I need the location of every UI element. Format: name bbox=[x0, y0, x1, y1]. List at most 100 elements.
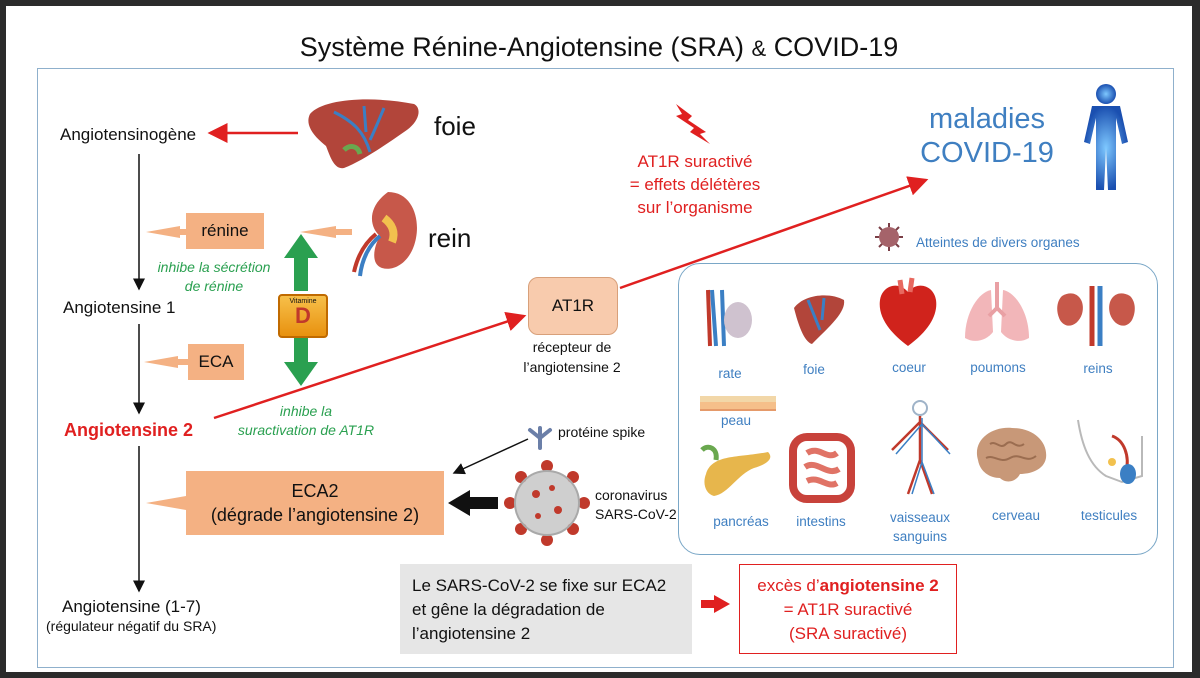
excess-box: excès d’angiotensine 2 = AT1R suractivé … bbox=[739, 564, 957, 654]
overactive-effects: AT1R suractivé = effets délétères sur l’… bbox=[610, 150, 780, 219]
brain-icon bbox=[976, 427, 1047, 482]
eca2-line1: ECA2 bbox=[291, 481, 339, 501]
vessels-l1: vaisseaux bbox=[889, 510, 951, 525]
pancreas-icon bbox=[700, 444, 771, 496]
skin-icon bbox=[700, 396, 776, 411]
red-l1: excès d’angiotensine 2 bbox=[740, 574, 956, 598]
angiotensin2-label: Angiotensine 2 bbox=[64, 420, 194, 440]
human-body-icon bbox=[1084, 84, 1128, 190]
grey-l2: et gêne la dégradation de bbox=[412, 600, 605, 619]
slide: Système Rénine-Angiotensine (SRA) & COVI… bbox=[6, 6, 1192, 672]
kidney-label: rein bbox=[428, 223, 472, 253]
kidneys-icon bbox=[1057, 286, 1135, 346]
liver-icon bbox=[308, 99, 419, 169]
diseases-l2: COVID-19 bbox=[920, 137, 1054, 169]
eca-arrow-stem bbox=[178, 359, 188, 365]
coronavirus-icon bbox=[504, 460, 590, 546]
overactive-l1: AT1R suractivé bbox=[637, 152, 753, 171]
at1r-inhibit-note: inhibe la suractivation de AT1R bbox=[226, 402, 386, 440]
angiotensin17-label: Angiotensine (1-7) bbox=[62, 597, 201, 616]
green-up-arrow bbox=[284, 234, 318, 291]
vitamin-label: Vitamine bbox=[289, 298, 317, 305]
lightning-icon bbox=[676, 104, 710, 144]
red-l1-pre: excès d’ bbox=[757, 576, 820, 595]
testicles-icon bbox=[1077, 419, 1143, 484]
intestines-icon bbox=[789, 433, 855, 503]
liver-small-label: foie bbox=[803, 362, 825, 377]
grey-l1: Le SARS-CoV-2 se fixe sur ECA2 bbox=[412, 576, 667, 595]
grey-l3: l’angiotensine 2 bbox=[412, 624, 531, 643]
kidney-icon bbox=[352, 192, 417, 277]
at1r-desc-l1: récepteur de bbox=[532, 339, 612, 355]
renin-box: rénine bbox=[186, 213, 264, 249]
covid-diseases-title: maladies COVID-19 bbox=[912, 102, 1062, 170]
sars-binding-box: Le SARS-CoV-2 se fixe sur ECA2 et gêne l… bbox=[400, 564, 692, 654]
slide-title: Système Rénine-Angiotensine (SRA) & COVI… bbox=[6, 32, 1192, 63]
title-covid: COVID-19 bbox=[773, 32, 899, 62]
spleen-label: rate bbox=[718, 366, 742, 381]
title-main: Système Rénine-Angiotensine (SRA) bbox=[299, 32, 744, 62]
virus-name-l2: SARS-CoV-2 bbox=[595, 506, 677, 522]
liver-label: foie bbox=[434, 111, 476, 141]
organs-header: Atteintes de divers organes bbox=[916, 235, 1080, 250]
brain-label: cerveau bbox=[991, 508, 1041, 523]
pancreas-label: pancréas bbox=[713, 514, 769, 529]
at1r-note-l2: suractivation de AT1R bbox=[237, 422, 375, 438]
spike-protein-icon bbox=[528, 426, 552, 450]
virus-name-l1: coronavirus bbox=[595, 487, 668, 503]
red-l2: = AT1R suractivé bbox=[783, 600, 913, 619]
green-down-arrow bbox=[284, 334, 318, 386]
angiotensinogen-label: Angiotensinogène bbox=[60, 125, 197, 144]
eca2-arrow-head bbox=[146, 496, 186, 510]
blood-vessels-icon bbox=[891, 400, 951, 495]
vitamin-letter: D bbox=[295, 303, 311, 328]
renin-inhibit-note: inhibe la sécrétion de rénine bbox=[144, 258, 284, 296]
spleen-icon bbox=[706, 289, 752, 347]
renin-note-l1: inhibe la sécrétion bbox=[157, 259, 271, 275]
spike-arrow bbox=[452, 438, 529, 475]
spike-label: protéine spike bbox=[558, 424, 646, 440]
diagram-frame bbox=[37, 68, 1174, 668]
lungs-icon bbox=[965, 282, 1029, 341]
regulator-label: (régulateur négatif du SRA) bbox=[46, 618, 217, 634]
overactive-l2: = effets délétères bbox=[629, 175, 761, 194]
virus-small-icon bbox=[875, 223, 903, 251]
excess-arrow bbox=[701, 595, 730, 613]
ang2-to-at1r-arrow bbox=[213, 311, 527, 420]
coronavirus-label: coronavirus SARS-CoV-2 bbox=[595, 486, 677, 524]
angiotensin1-label: Angiotensine 1 bbox=[63, 298, 176, 317]
overactive-l3: sur l’organisme bbox=[637, 198, 753, 217]
renin-note-l2: de rénine bbox=[184, 278, 244, 294]
vessels-l2: sanguins bbox=[892, 529, 948, 544]
renin-arrow-head bbox=[146, 226, 180, 238]
connector-layer bbox=[133, 123, 929, 613]
intestines-label: intestins bbox=[796, 514, 846, 529]
kidneys-label: reins bbox=[1083, 361, 1113, 376]
liver-small-icon bbox=[794, 295, 845, 344]
red-l3: (SRA suractivé) bbox=[788, 624, 908, 643]
eca2-box: ECA2 (dégrade l’angiotensine 2) bbox=[186, 471, 444, 535]
heart-icon bbox=[879, 277, 937, 346]
at1r-to-disease-arrow bbox=[619, 176, 929, 290]
renin-arrow-stem bbox=[180, 229, 186, 235]
vessels-label: vaisseaux sanguins bbox=[884, 508, 956, 546]
virus-arrow bbox=[448, 490, 498, 516]
testicles-label: testicules bbox=[1080, 508, 1138, 523]
at1r-description: récepteur de l’angiotensine 2 bbox=[504, 337, 640, 377]
vitamin-d-badge: Vitamine D bbox=[278, 294, 328, 338]
at1r-desc-l2: l’angiotensine 2 bbox=[523, 359, 621, 375]
eca-box: ECA bbox=[188, 344, 244, 380]
title-amp: & bbox=[751, 36, 767, 61]
red-l1-bold: angiotensine 2 bbox=[819, 576, 939, 595]
at1r-box: AT1R bbox=[528, 277, 618, 335]
eca2-line2: (dégrade l’angiotensine 2) bbox=[210, 505, 420, 525]
organs-panel bbox=[678, 263, 1158, 555]
diseases-l1: maladies bbox=[928, 103, 1046, 135]
kidney-arrow-head bbox=[300, 226, 336, 238]
eca-arrow-head bbox=[144, 356, 178, 368]
kidney-arrow-stem bbox=[336, 229, 352, 235]
lungs-label: poumons bbox=[970, 360, 1026, 375]
skin-label: peau bbox=[720, 413, 752, 428]
heart-label: coeur bbox=[892, 360, 926, 375]
at1r-note-l1: inhibe la bbox=[279, 403, 333, 419]
